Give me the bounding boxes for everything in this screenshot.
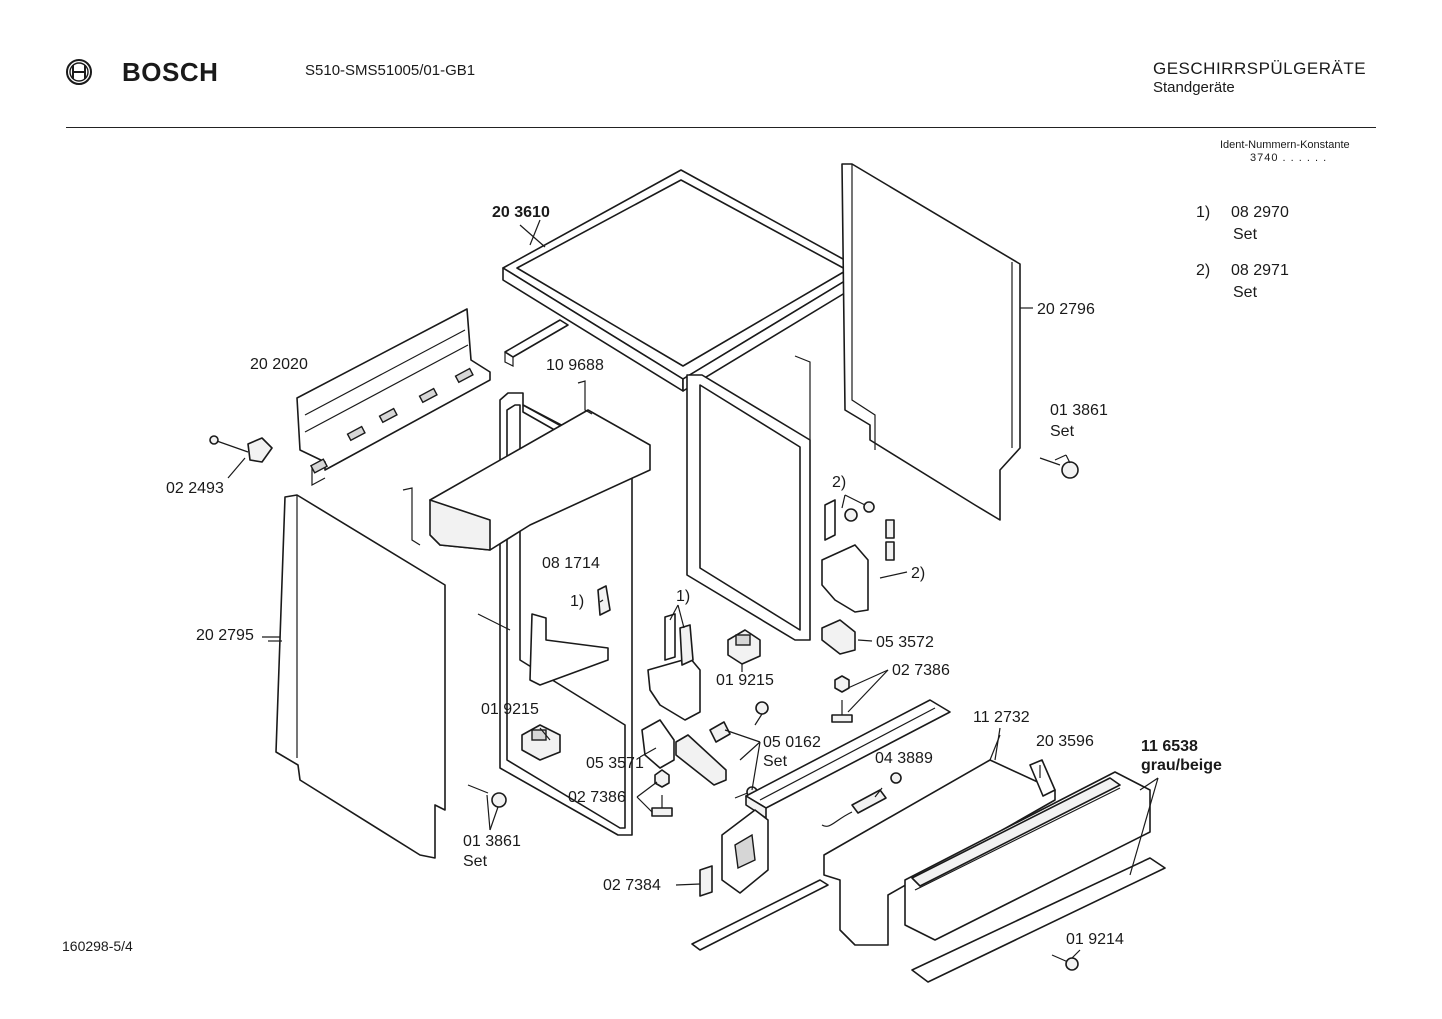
rail-part: [504, 319, 569, 367]
label-side-left: 20 2795: [196, 627, 254, 644]
label-hinge-note-a: 1): [570, 593, 585, 610]
label-plug-left: 01 3861: [463, 833, 521, 850]
foot-left-part: [521, 724, 561, 761]
label-bracket-2: 2): [832, 474, 847, 491]
note-1-number: 1): [1196, 204, 1211, 221]
ident-title: Ident-Nummern-Konstante: [1220, 139, 1350, 151]
label-screw-bottom: 01 9214: [1066, 931, 1124, 948]
label-mounting-bracket: 02 7384: [603, 877, 661, 894]
category-title: GESCHIRRSPÜLGERÄTE: [1153, 59, 1367, 78]
label-hinge: 08 1714: [542, 555, 600, 572]
kit-part: [709, 701, 769, 799]
label-top-cover: 20 3610: [492, 204, 550, 221]
label-bracket-2b: 2): [911, 565, 926, 582]
note-1-set: Set: [1233, 226, 1258, 243]
label-sensor: 04 3889: [875, 750, 933, 767]
label-front-panel: 11 6538: [1141, 738, 1198, 755]
note-2-number: 2): [1196, 262, 1211, 279]
model-number: S510-SMS51005/01-GB1: [305, 62, 476, 79]
subcategory-title: Standgeräte: [1153, 79, 1235, 96]
label-hinge-note-b: 1): [676, 588, 691, 605]
clip-part: [821, 619, 856, 655]
right-side-panel-part: [841, 163, 1033, 521]
note-2-code: 08 2971: [1231, 262, 1289, 279]
front-panel-part: [904, 771, 1151, 941]
label-kit: 05 0162: [763, 734, 821, 751]
label-kit-set: Set: [763, 753, 788, 770]
latch-part: [641, 719, 727, 786]
label-foot-right: 01 9215: [716, 672, 774, 689]
brand-name: BOSCH: [122, 57, 219, 87]
base-rail-part: [745, 699, 951, 819]
bottom-rail-left-part: [691, 879, 829, 951]
document-number: 160298-5/4: [62, 938, 133, 954]
label-rail: 10 9688: [546, 357, 604, 374]
mounting-bracket-part: [699, 809, 769, 897]
label-plinth: 20 3596: [1036, 733, 1094, 750]
label-latch: 05 3571: [586, 755, 644, 772]
label-foot-screw-right: 02 7386: [892, 662, 950, 679]
label-foot-left: 01 9215: [481, 701, 539, 718]
label-plug-right-set: Set: [1050, 423, 1075, 440]
left-side-panel-part: [262, 494, 446, 859]
screw-left-part: [209, 435, 273, 463]
label-foot-screw-left: 02 7386: [568, 789, 626, 806]
duct-part: [429, 409, 651, 631]
header-divider: [66, 127, 1376, 128]
label-back-bracket: 20 2020: [250, 356, 308, 373]
label-screw-left: 02 2493: [166, 480, 224, 497]
label-front-panel-color: grau/beige: [1141, 757, 1222, 774]
plug-right-part: [1039, 457, 1079, 479]
foot-right-part: [727, 629, 761, 672]
ident-value: 3740 . . . . . .: [1250, 152, 1328, 164]
bracket-small-left: [402, 487, 421, 546]
label-plug-left-set: Set: [463, 853, 488, 870]
screw-bottom-part: [1051, 954, 1079, 971]
sensor-part: [821, 772, 902, 827]
bracket-small-mid: [577, 380, 593, 415]
foot-screw-right-part: [831, 675, 853, 723]
hinge-center-part: [647, 613, 701, 721]
bottom-rail-right-part: [911, 857, 1166, 983]
leader-lines: [227, 224, 1159, 959]
back-frame-part: [686, 355, 811, 641]
label-plug-right: 01 3861: [1050, 402, 1108, 419]
plug-left-part: [467, 784, 507, 808]
bosch-logo-icon: [64, 57, 94, 87]
hinge-part: [529, 585, 611, 686]
back-bracket-part: [296, 308, 491, 487]
label-base-rail: 11 2732: [973, 709, 1030, 726]
plinth-part: [823, 734, 1056, 946]
note-2-set: Set: [1233, 284, 1258, 301]
label-clip: 05 3572: [876, 634, 934, 651]
foot-screw-left-part: [651, 769, 673, 817]
bracket-right-part: [821, 499, 895, 613]
label-side-right: 20 2796: [1037, 301, 1095, 318]
note-1-code: 08 2970: [1231, 204, 1289, 221]
